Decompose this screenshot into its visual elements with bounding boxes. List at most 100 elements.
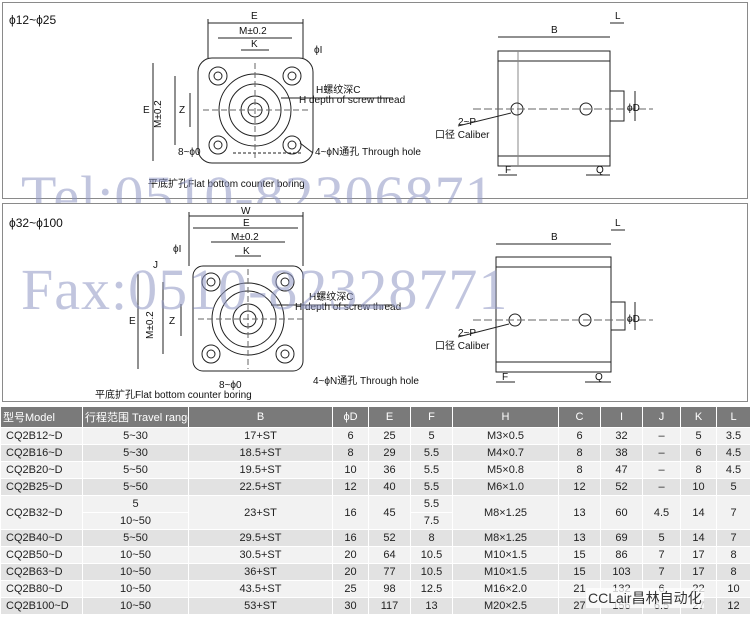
col-header: H xyxy=(452,406,559,428)
cell: 40 xyxy=(368,478,411,496)
cell: 3.5 xyxy=(716,427,750,445)
dim-counterbore: 8~ϕ0 xyxy=(219,380,242,391)
cell: M6×1.0 xyxy=(452,478,559,496)
cell: 10~50 xyxy=(82,563,189,581)
cell: – xyxy=(642,444,681,462)
leader-line xyxy=(457,323,510,338)
col-header: 型号Model xyxy=(0,406,83,428)
dimension-table-wrap: 型号Model 行程范围 Travel range B ϕD E F H C I… xyxy=(0,406,750,615)
dimension-table: 型号Model 行程范围 Travel range B ϕD E F H C I… xyxy=(0,406,750,615)
cell: 103 xyxy=(600,563,643,581)
section-label: ϕ12~ϕ25 xyxy=(9,13,57,27)
cell: 10~50 xyxy=(82,512,189,530)
dim-Q: Q xyxy=(595,372,603,383)
table-row: CQ2B100~D 10~50 53+ST 30 117 13 M20×2.5 … xyxy=(0,597,750,615)
cell-model: CQ2B63~D xyxy=(0,563,83,581)
cell: 5.5 xyxy=(410,444,453,462)
table-row: CQ2B25~D 5~50 22.5+ST 12 40 5.5 M6×1.0 1… xyxy=(0,478,750,496)
cell: 5~50 xyxy=(82,478,189,496)
mount-hole-inner xyxy=(280,277,290,287)
cell: 5 xyxy=(680,427,717,445)
cell: 15 xyxy=(558,563,601,581)
caliber-label: 口径 Caliber xyxy=(435,339,490,352)
mount-hole xyxy=(275,272,295,292)
piston-rod xyxy=(609,90,625,122)
thread-label-en: H depth of screw thread xyxy=(299,95,405,106)
table-row: CQ2B32~D 5 23+ST 16 45 5.5 M8×1.25 13 60… xyxy=(0,495,750,530)
cell: 13 xyxy=(558,529,601,547)
cell: 10~50 xyxy=(82,546,189,564)
col-header: B xyxy=(188,406,333,428)
dim-M-vertical: M±0.2 xyxy=(145,311,156,339)
brand-logo-text: CCLair昌林自动化 xyxy=(586,588,704,608)
cell: M16×2.0 xyxy=(452,580,559,598)
col-header: 行程范围 Travel range xyxy=(82,406,189,428)
mount-hole-inner xyxy=(213,140,223,150)
cell: 36+ST xyxy=(188,563,333,581)
cell: 69 xyxy=(600,529,643,547)
mount-hole-inner xyxy=(206,277,216,287)
leader-line xyxy=(299,142,314,154)
table-header-row: 型号Model 行程范围 Travel range B ϕD E F H C I… xyxy=(0,406,750,428)
cell: 5 xyxy=(410,427,453,445)
dim-K: K xyxy=(251,39,258,50)
cell-model: CQ2B12~D xyxy=(0,427,83,445)
mount-hole xyxy=(201,272,221,292)
cell: 8 xyxy=(332,444,369,462)
dim-W: W xyxy=(241,206,251,217)
mount-hole xyxy=(208,66,228,86)
cell-model: CQ2B32~D xyxy=(0,495,83,530)
cell: 45 xyxy=(368,495,411,530)
cell: 20 xyxy=(332,546,369,564)
cell: 47 xyxy=(600,461,643,479)
col-header: C xyxy=(558,406,601,428)
col-header: L xyxy=(716,406,750,428)
dim-F: F xyxy=(505,165,511,176)
dim-M-vertical: M±0.2 xyxy=(153,100,164,128)
cell: 20 xyxy=(332,563,369,581)
cell: 117 xyxy=(368,597,411,615)
cell: 5~50 xyxy=(82,461,189,479)
cell: 30.5+ST xyxy=(188,546,333,564)
dim-D: ϕD xyxy=(627,103,640,114)
cell: 4.5 xyxy=(716,444,750,462)
col-header: E xyxy=(368,406,411,428)
mount-hole-inner xyxy=(280,349,290,359)
table-row: CQ2B20~D 5~50 19.5+ST 10 36 5.5 M5×0.8 8… xyxy=(0,461,750,479)
caliber-label: 口径 Caliber xyxy=(435,128,490,141)
dim-K: K xyxy=(243,246,250,257)
cell: M10×1.5 xyxy=(452,546,559,564)
table-row: CQ2B12~D 5~30 17+ST 6 25 5 M3×0.5 6 32 –… xyxy=(0,427,750,445)
cell: 29.5+ST xyxy=(188,529,333,547)
cell: 10.5 xyxy=(410,563,453,581)
cell: M8×1.25 xyxy=(452,495,559,530)
cell: 5 xyxy=(716,478,750,496)
counter-boring-label: 平底扩孔Flat bottom counter boring xyxy=(148,177,305,190)
technical-drawing: E M±0.2 K ϕI Z E M±0.2 8~ϕ0 4~ϕN通孔 Throu… xyxy=(143,11,653,190)
cell: 10.5 xyxy=(410,546,453,564)
port-label: 2~P xyxy=(458,117,476,128)
cell: 10 xyxy=(332,461,369,479)
cell: 19.5+ST xyxy=(188,461,333,479)
cell: 22.5+ST xyxy=(188,478,333,496)
cell: 14 xyxy=(680,495,717,530)
cell: M3×0.5 xyxy=(452,427,559,445)
leader-line xyxy=(457,112,512,127)
table-row: CQ2B63~D 10~50 36+ST 20 77 10.5 M10×1.5 … xyxy=(0,563,750,581)
cell: 8 xyxy=(680,461,717,479)
cell: – xyxy=(642,478,681,496)
table-row: 10~50 7.5 xyxy=(1,512,750,530)
cell: 17 xyxy=(680,546,717,564)
cell-model: CQ2B16~D xyxy=(0,444,83,462)
dim-E: E xyxy=(243,218,250,229)
cell: 5~50 xyxy=(82,529,189,547)
drawing-panel-large-bore: ϕ32~ϕ100 xyxy=(2,203,748,402)
cell: 7 xyxy=(642,546,681,564)
mount-hole-inner xyxy=(287,140,297,150)
cell: 86 xyxy=(600,546,643,564)
dim-L: L xyxy=(615,11,621,22)
cell: 43.5+ST xyxy=(188,580,333,598)
dim-L: L xyxy=(615,218,621,229)
port-label: 2~P xyxy=(458,328,476,339)
cell-model: CQ2B20~D xyxy=(0,461,83,479)
